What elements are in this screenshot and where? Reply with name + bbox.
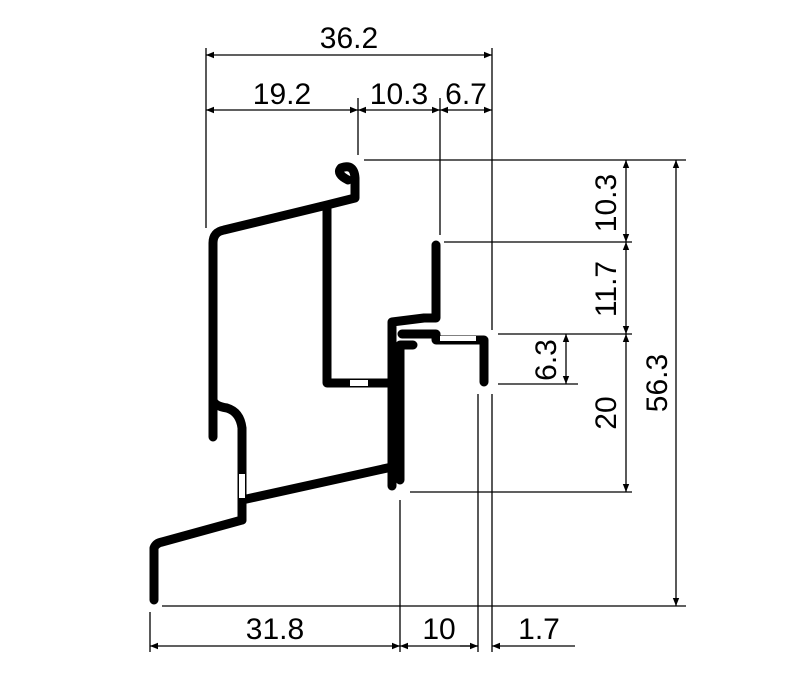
- dim-right-seg-1: 10.3: [590, 174, 623, 232]
- dim-right-seg-2: 11.7: [590, 261, 623, 317]
- bottom-dimensions: 31.8 10 1.7: [150, 613, 575, 650]
- dim-overall-width: 36.2: [320, 22, 378, 55]
- extension-lines: [149, 48, 686, 652]
- profile-clip-hook: [208, 395, 247, 525]
- profile-web-mark: [440, 336, 476, 341]
- dim-bottom-seg-1: 31.8: [246, 613, 304, 646]
- dim-overall-height: 56.3: [641, 354, 674, 412]
- dim-top-seg-1: 19.2: [253, 78, 311, 111]
- profile-inner-leg: [322, 202, 397, 388]
- dim-right-seg-3: 20: [590, 396, 623, 429]
- profile-base-flange: [149, 462, 397, 605]
- dim-bottom-seg-2: 10: [422, 613, 455, 646]
- dim-top-seg-2: 10.3: [370, 78, 428, 111]
- dim-slot-height: 6.3: [530, 339, 563, 381]
- dim-top-seg-3: 6.7: [445, 78, 487, 111]
- top-dimensions: 36.2 19.2 10.3 6.7: [206, 22, 492, 114]
- profile-outer-wall: [208, 162, 360, 442]
- profile-lower-web: [395, 340, 418, 485]
- aluminium-profile: [149, 162, 489, 605]
- dim-bottom-seg-3: 1.7: [518, 613, 560, 646]
- profile-upper-web: [397, 329, 489, 387]
- profile-center-post: [387, 240, 441, 472]
- profile-slot-mark: [350, 380, 368, 386]
- profile-hook-mark: [239, 474, 245, 498]
- right-dimensions: 10.3 11.7 20 56.3 6.3: [530, 160, 680, 606]
